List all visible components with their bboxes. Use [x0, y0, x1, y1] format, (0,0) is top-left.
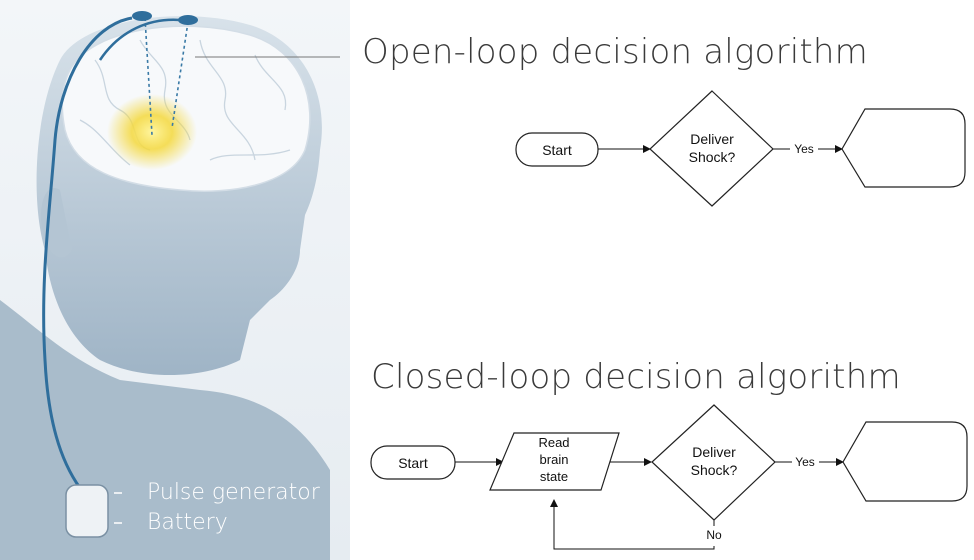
pulse-generator-device	[65, 484, 109, 538]
electrode-lead-left	[144, 17, 153, 136]
closed-output-node	[842, 421, 968, 502]
pulse-generator-label: Pulse generator	[147, 480, 320, 505]
open-loop-flowchart: Start Deliver Shock? Yes	[515, 90, 966, 207]
closed-yes-label: Yes	[795, 455, 815, 469]
open-start-label: Start	[542, 142, 572, 158]
closed-no-feedback-line	[550, 499, 715, 550]
closed-read-node	[489, 432, 620, 491]
open-decision-node	[649, 90, 774, 207]
open-decision-line1: Deliver	[690, 131, 734, 147]
lead-wire	[42, 16, 133, 489]
closed-no-label: No	[706, 528, 722, 542]
closed-loop-title: Closed-loop decision algorithm	[371, 357, 901, 397]
closed-decision-line1: Deliver	[692, 444, 736, 460]
open-loop-title: Open-loop decision algorithm	[362, 32, 868, 72]
electrode-cap-right	[178, 15, 198, 25]
open-output-node	[841, 108, 966, 188]
closed-start-label: Start	[398, 455, 428, 471]
closed-decision-line2: Shock?	[691, 462, 738, 478]
electrode-cap-left	[132, 11, 152, 21]
open-decision-line2: Shock?	[689, 149, 736, 165]
closed-loop-flowchart: Start Read brain state Deliver Shock? Ye…	[370, 404, 968, 550]
lead-wire-2	[98, 18, 181, 61]
closed-read-line3: state	[540, 469, 568, 484]
open-yes-label: Yes	[794, 142, 814, 156]
closed-read-line1: Read	[538, 435, 569, 450]
neurostimulator-illustration	[0, 0, 350, 560]
battery-label: Battery	[147, 510, 228, 535]
closed-read-line2: brain	[540, 452, 569, 467]
